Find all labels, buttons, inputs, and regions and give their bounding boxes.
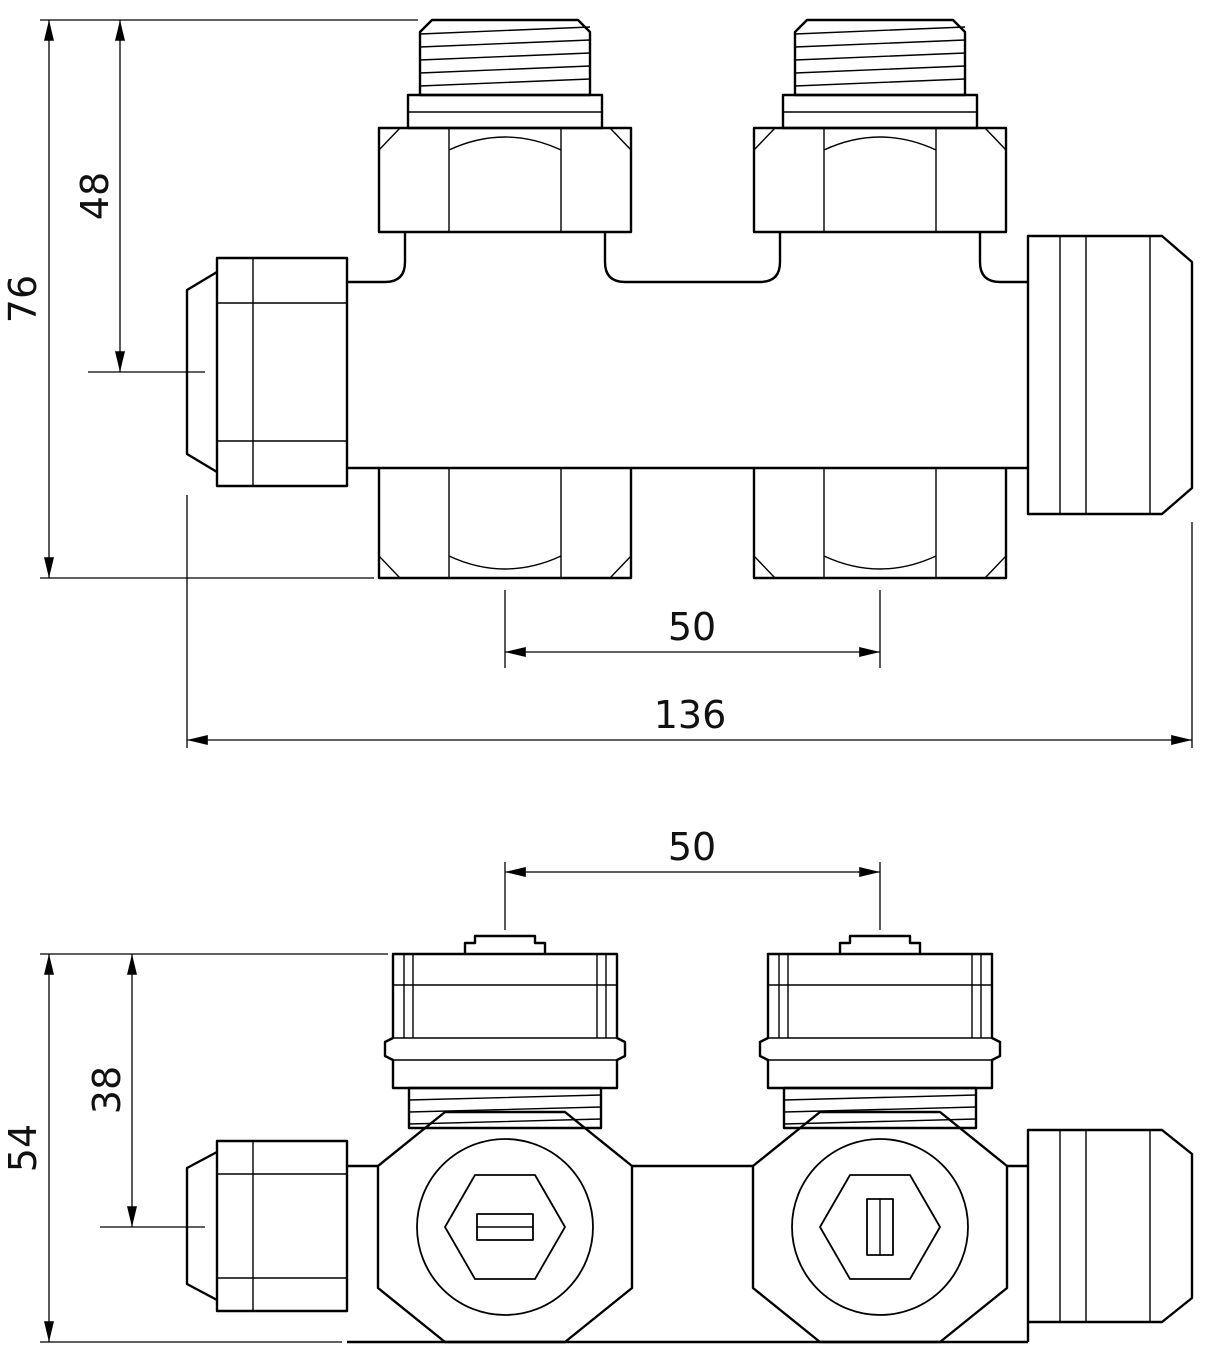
left-fitting: [185, 256, 349, 488]
right-cap-nut-front: [1026, 1128, 1194, 1324]
front-view-dimensions: 50 54 38: [1, 825, 881, 1343]
left-fitting-facets-front: [217, 1141, 347, 1311]
port-column-right: [752, 18, 1008, 580]
top-view-dimensions: 76 48 50 136: [1, 19, 1193, 748]
body-bottom-edge-front: [347, 1322, 1030, 1344]
right-cap-nut-facets: [1059, 236, 1151, 514]
dim-label-overall-height-front: 54: [1, 1124, 45, 1172]
extension-lines-front: [40, 862, 881, 1343]
front-view: [185, 934, 1194, 1344]
valve-slot-right: [866, 1198, 894, 1256]
dim-label-port-spacing-front: 50: [668, 825, 716, 869]
body-bar-front: [347, 1164, 1030, 1344]
top-view: [185, 18, 1194, 580]
left-fitting-tip-front: [185, 1150, 218, 1302]
left-fitting-hex-front: [215, 1139, 349, 1313]
valve-unit-right: [751, 934, 1009, 1344]
dim-label-overall-width: 136: [654, 693, 727, 737]
left-fitting-hex: [215, 256, 349, 488]
dim-label-height-to-axis-front: 38: [85, 1066, 129, 1114]
right-cap-nut-outline: [1026, 234, 1194, 516]
dim-label-port-spacing: 50: [668, 605, 716, 649]
left-fitting-front: [185, 1139, 349, 1313]
body-bar: [347, 280, 1028, 470]
dim-label-height-to-axis: 48: [73, 172, 117, 220]
port-column-left: [377, 18, 633, 580]
valve-slot-left: [476, 1213, 534, 1241]
right-cap-nut-outline-front: [1026, 1128, 1194, 1324]
valve-unit-left: [376, 934, 634, 1344]
left-fitting-facets: [217, 258, 347, 486]
right-cap-nut: [1026, 234, 1194, 516]
extension-lines: [40, 19, 1193, 748]
dim-label-overall-height: 76: [1, 275, 45, 323]
right-cap-nut-facets-front: [1059, 1130, 1151, 1322]
